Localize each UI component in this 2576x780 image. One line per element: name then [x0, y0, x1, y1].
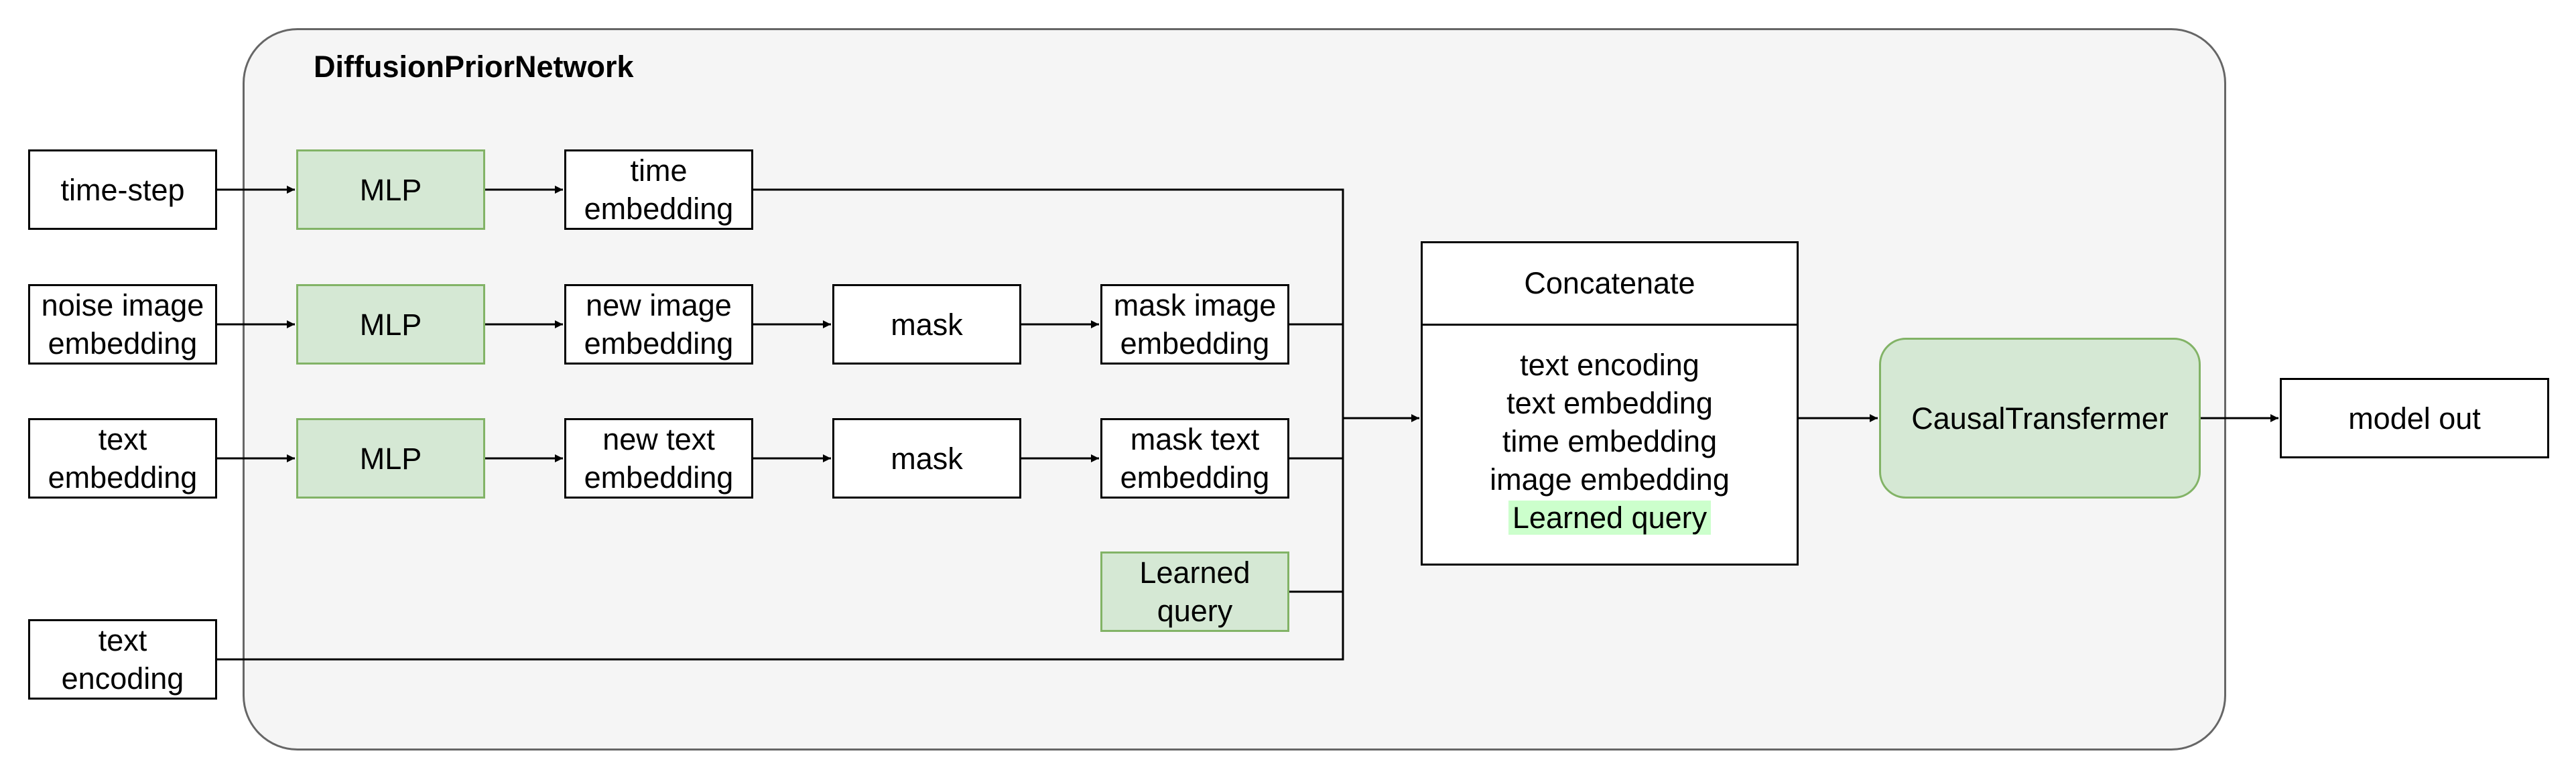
concat-item-text-embedding: text embedding	[1506, 386, 1713, 420]
concat-item-learned-query: Learned query	[1508, 501, 1712, 535]
mask-text: mask	[832, 418, 1021, 499]
concat-item-time-embedding: time embedding	[1502, 424, 1718, 458]
input-time-step: time-step	[28, 149, 217, 230]
causal-transformer: CausalTransfermer	[1879, 338, 2201, 499]
concatenate-block: Concatenate text encoding text embedding…	[1421, 241, 1799, 566]
concatenate-title: Concatenate	[1423, 243, 1797, 326]
concatenate-items: text encoding text embedding time embedd…	[1423, 326, 1797, 537]
mlp-time: MLP	[296, 149, 485, 230]
wire-time-embedding	[753, 188, 1344, 418]
concat-item-image-embedding: image embedding	[1490, 462, 1730, 497]
mask-image: mask	[832, 284, 1021, 365]
model-output: model out	[2280, 378, 2549, 458]
container-title: DiffusionPriorNetwork	[314, 50, 634, 84]
mlp-text: MLP	[296, 418, 485, 499]
mlp-image: MLP	[296, 284, 485, 365]
concat-item-text-encoding: text encoding	[1520, 348, 1699, 382]
wire-text-encoding	[217, 418, 1344, 661]
